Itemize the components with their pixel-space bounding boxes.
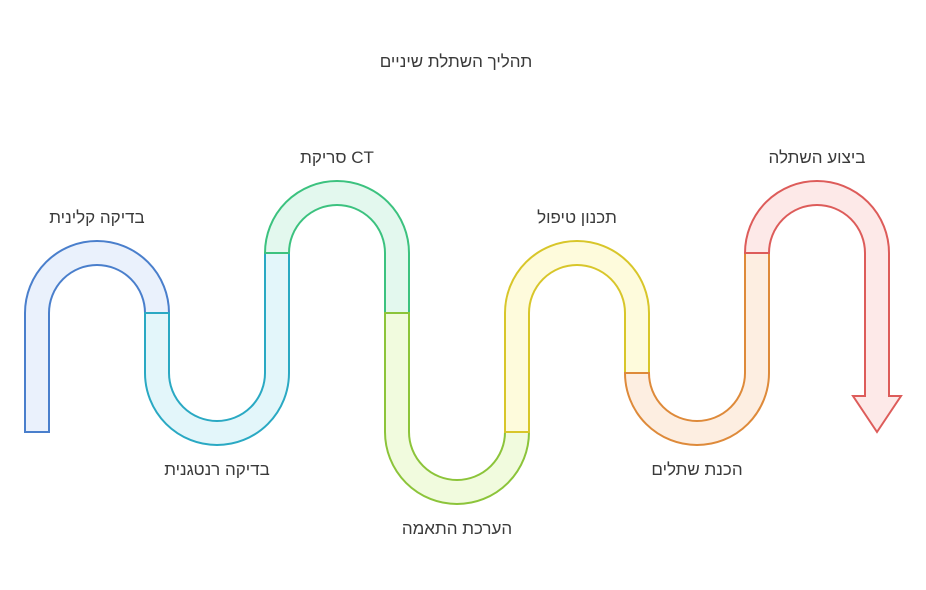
step-ct-scan-label: סריקת CT <box>300 148 374 167</box>
step-perform-implant-label: ביצוע השתלה <box>769 148 866 167</box>
step-xray-exam-segment <box>144 252 290 446</box>
step-xray-exam: בדיקה רנטגנית <box>144 252 290 479</box>
step-perform-implant: ביצוע השתלה <box>743 148 903 434</box>
step-ct-scan: סריקת CT <box>263 148 410 314</box>
step-implant-preparation-label: הכנת שתלים <box>651 460 742 479</box>
step-ct-scan-segment <box>263 180 410 314</box>
step-clinical-exam-segment <box>24 240 171 433</box>
step-xray-exam-label: בדיקה רנטגנית <box>164 460 270 479</box>
step-perform-implant-segment <box>743 180 903 434</box>
step-treatment-planning-label: תכנון טיפול <box>537 208 617 227</box>
step-implant-preparation: הכנת שתלים <box>623 252 770 479</box>
step-clinical-exam-label: בדיקה קלינית <box>49 208 144 227</box>
step-suitability-assessment-label: הערכת התאמה <box>402 519 512 538</box>
step-treatment-planning-segment <box>504 240 650 433</box>
step-implant-preparation-segment <box>623 252 770 446</box>
diagram-title: תהליך השתלת שיניים <box>380 52 533 71</box>
step-suitability-assessment: הערכת התאמה <box>384 312 531 538</box>
step-suitability-assessment-segment <box>384 312 531 505</box>
step-clinical-exam: בדיקה קלינית <box>24 208 171 433</box>
step-treatment-planning: תכנון טיפול <box>504 208 650 433</box>
